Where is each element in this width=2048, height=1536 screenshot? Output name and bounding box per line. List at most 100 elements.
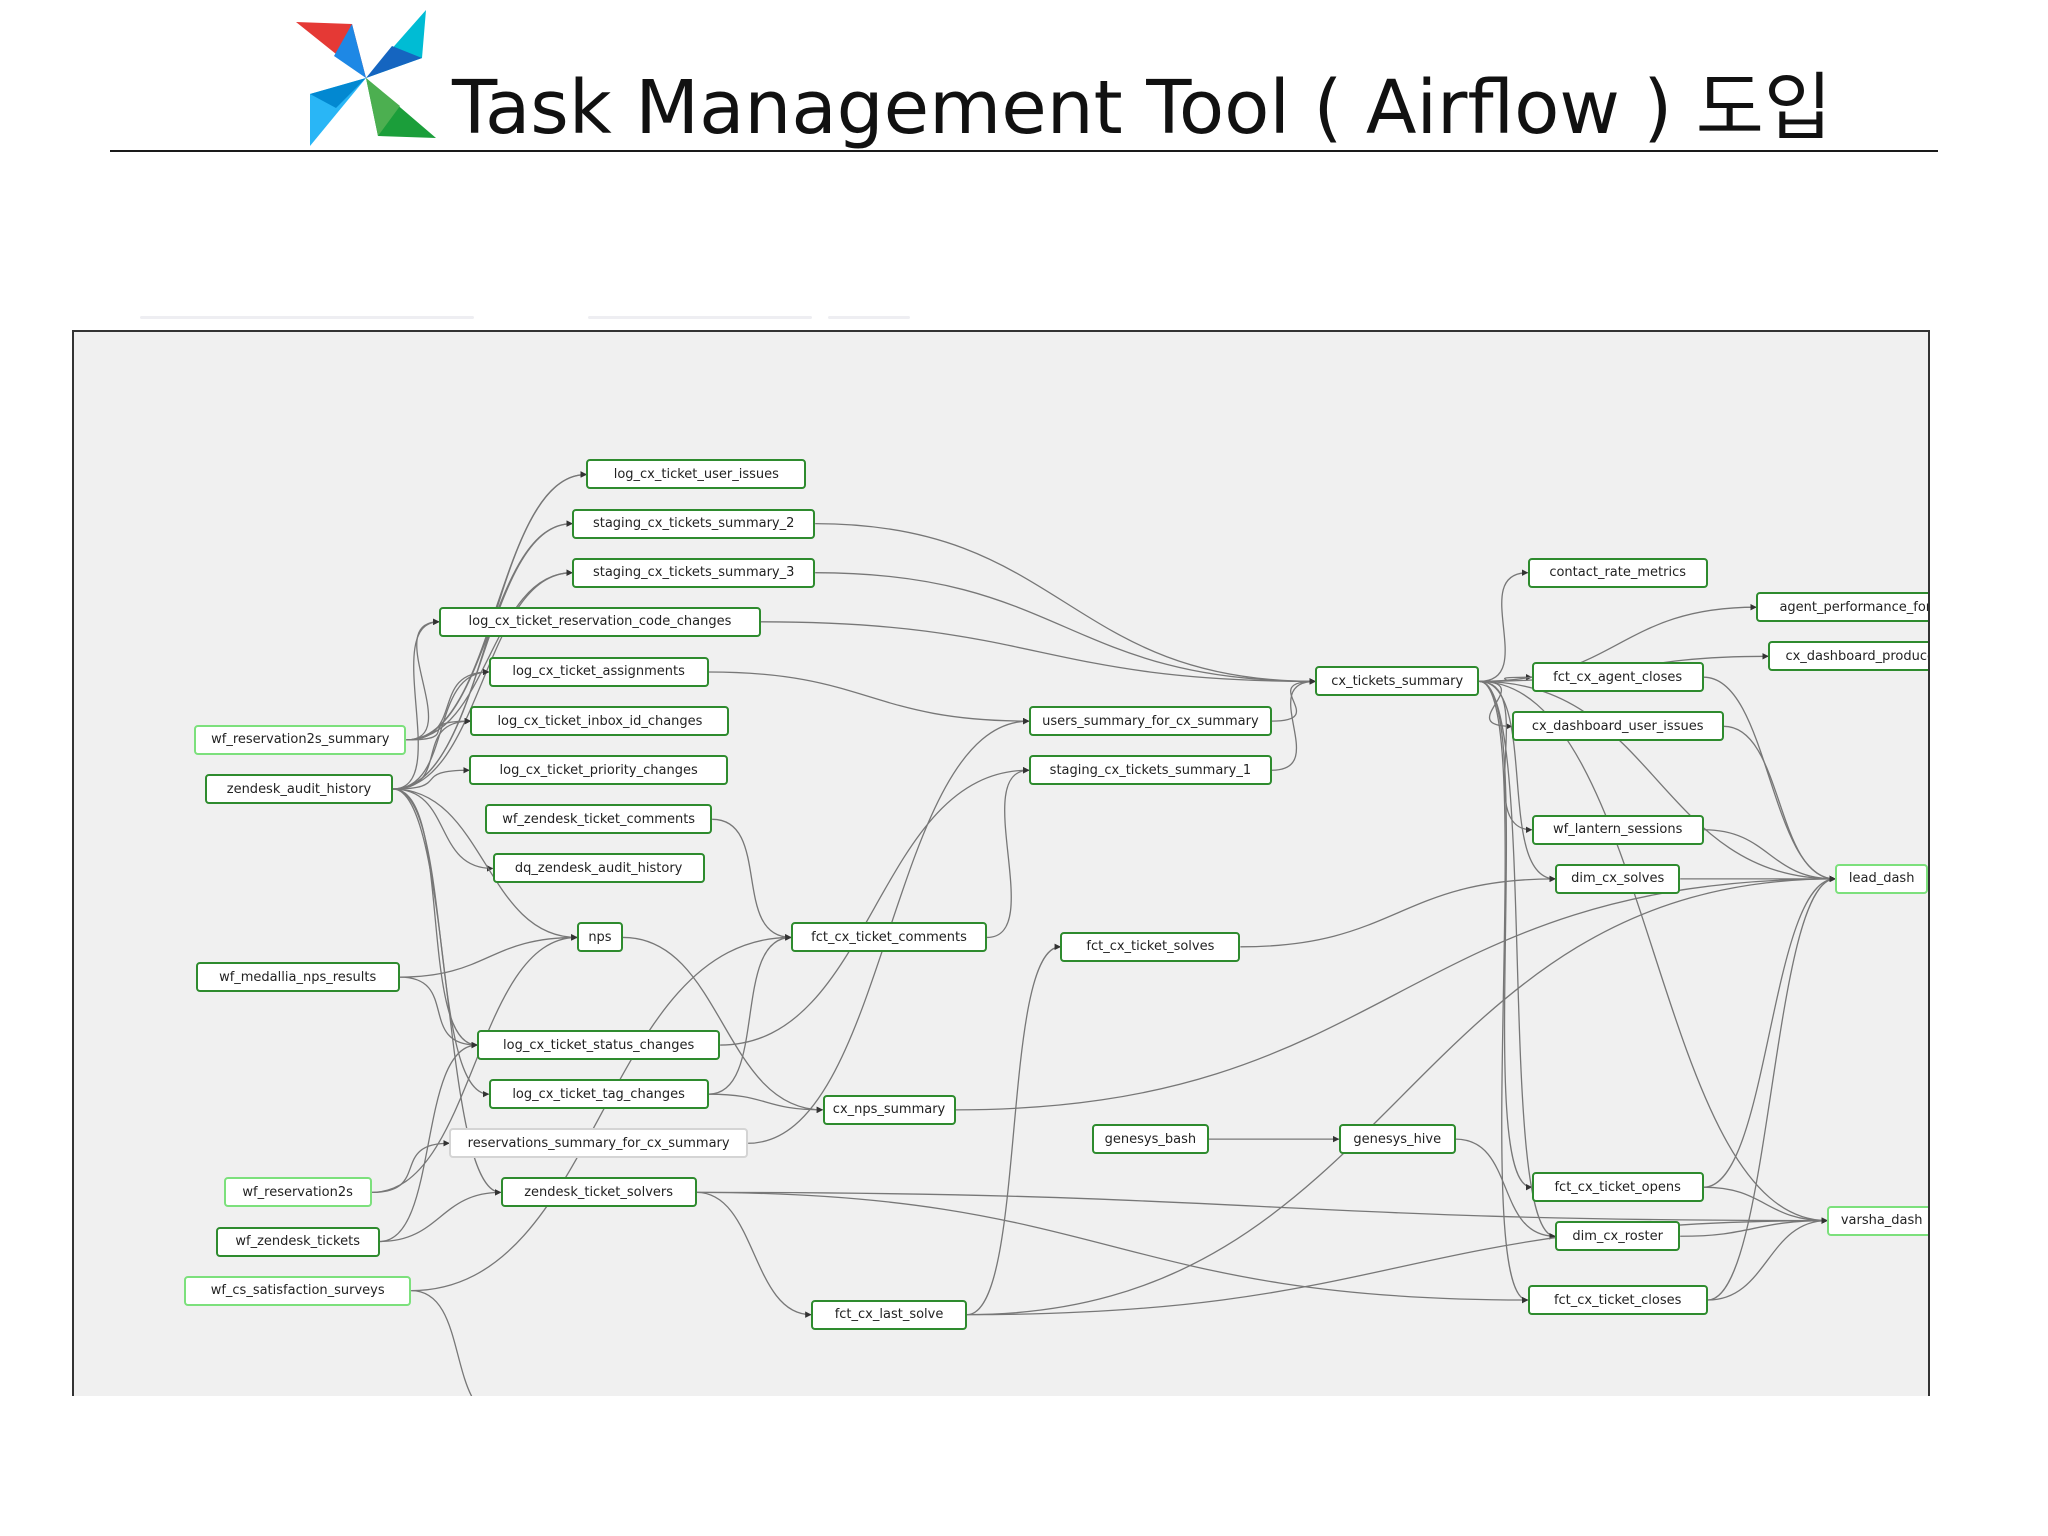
task-node-log-cx-ticket-user-issues[interactable]: log_cx_ticket_user_issues: [586, 459, 807, 490]
task-node-varsha-dash[interactable]: varsha_dash: [1827, 1205, 1928, 1236]
dag-edge: [1479, 603, 1757, 683]
task-node-wf-medallia-nps-results[interactable]: wf_medallia_nps_results: [195, 962, 400, 993]
dag-edge: [1707, 875, 1836, 1301]
dag-edge: [379, 1189, 502, 1243]
task-node-nps[interactable]: nps: [576, 922, 623, 953]
task-node-staging-cx-tickets-summary-1[interactable]: staging_cx_tickets_summary_1: [1028, 755, 1272, 786]
dag-edge: [1479, 680, 1529, 1304]
dag-edge: [720, 766, 1030, 1046]
task-node-fct-cx-ticket-opens[interactable]: fct_cx_ticket_opens: [1531, 1172, 1704, 1203]
task-node-cx-nps-summary[interactable]: cx_nps_summary: [822, 1094, 956, 1125]
dag-edge: [967, 875, 1836, 1316]
dag-edge: [1479, 569, 1529, 683]
dag-edge: [696, 1191, 1529, 1304]
task-node-log-cx-ticket-status-changes[interactable]: log_cx_ticket_status_changes: [477, 1030, 721, 1061]
task-node-log-cx-ticket-priority-changes[interactable]: log_cx_ticket_priority_changes: [469, 755, 729, 786]
task-node-wf-lantern-sessions[interactable]: wf_lantern_sessions: [1531, 814, 1704, 845]
task-node-wf-zendesk-ticket-comments[interactable]: wf_zendesk_ticket_comments: [485, 804, 713, 835]
dag-edge: [392, 788, 502, 1196]
dag-edge: [1455, 1138, 1556, 1240]
dag-edge: [1703, 829, 1836, 883]
dag-edge: [708, 671, 1030, 725]
dag-edge: [371, 934, 578, 1194]
dag-edge: [392, 766, 470, 790]
dag-edge: [379, 1041, 478, 1243]
task-node-fct-cx-ticket-solves[interactable]: fct_cx_ticket_solves: [1060, 931, 1241, 962]
task-node-users-summary-for-cx-summary[interactable]: users_summary_for_cx_summary: [1028, 706, 1272, 737]
dag-edge: [1271, 678, 1316, 771]
task-node-cx-dashboard-user-issues[interactable]: cx_dashboard_user_issues: [1511, 711, 1724, 742]
dag-edge: [392, 788, 578, 941]
dag-edge: [696, 1191, 812, 1318]
dag-edge: [622, 936, 824, 1114]
task-node-dim-cx-solves[interactable]: dim_cx_solves: [1555, 863, 1681, 894]
task-node-contact-rate-metrics[interactable]: contact_rate_metrics: [1527, 557, 1708, 588]
dag-edge: [708, 934, 792, 1095]
task-node-fct-cx-ticket-comments[interactable]: fct_cx_ticket_comments: [791, 922, 988, 953]
dag-edge: [399, 976, 478, 1049]
task-node-log-cx-ticket-inbox-id-changes[interactable]: log_cx_ticket_inbox_id_changes: [470, 706, 730, 737]
task-node-reservations-summary-for-cx-summary[interactable]: reservations_summary_for_cx_summary: [449, 1128, 749, 1159]
dag-edge: [708, 1093, 824, 1114]
dag-edge: [392, 788, 478, 1049]
task-node-agent-performance-for-lantern[interactable]: agent_performance_for_lantern: [1756, 592, 1928, 623]
task-node-wf-reservation2s-summary[interactable]: wf_reservation2s_summary: [194, 724, 407, 755]
task-node-dim-cx-roster[interactable]: dim_cx_roster: [1555, 1221, 1681, 1252]
dag-edge: [399, 934, 578, 978]
task-node-wf-reservation2s[interactable]: wf_reservation2s: [223, 1177, 372, 1208]
task-node-dq-zendesk-audit-history[interactable]: dq_zendesk_audit_history: [492, 853, 705, 884]
dag-edge: [406, 618, 440, 741]
dag-edge: [1240, 875, 1556, 948]
task-node-wf-cs-satisfaction-surveys[interactable]: wf_cs_satisfaction_surveys: [184, 1275, 412, 1306]
dag-edge: [1479, 680, 1828, 1224]
task-node-zendesk-ticket-solvers[interactable]: zendesk_ticket_solvers: [500, 1177, 697, 1208]
faded-toolbar-bar: [588, 316, 812, 319]
dag-edge: [411, 934, 792, 1292]
faded-toolbar-bar: [140, 316, 474, 319]
dag-edge: [392, 520, 573, 790]
dag-edge: [1479, 680, 1556, 1240]
dag-edge: [1479, 680, 1556, 883]
dag-edge: [1723, 725, 1836, 883]
task-node-fct-cx-agent-closes[interactable]: fct_cx_agent_closes: [1531, 662, 1704, 693]
dag-edge: [1703, 875, 1836, 1188]
dag-edge: [1680, 1217, 1828, 1237]
dag-edge: [392, 618, 440, 790]
dag-edge: [967, 943, 1062, 1316]
title-divider: [110, 150, 1938, 152]
dag-edge: [760, 621, 1316, 685]
slide-title: Task Management Tool ( Airflow ) 도입: [452, 65, 1832, 151]
dag-edge: [1703, 676, 1836, 883]
dag-edge: [411, 1289, 473, 1396]
dag-edge: [371, 1140, 450, 1194]
task-node-fct-cx-last-solve[interactable]: fct_cx_last_solve: [811, 1299, 968, 1330]
task-node-log-cx-ticket-assignments[interactable]: log_cx_ticket_assignments: [488, 656, 709, 687]
dag-graph-view[interactable]: log_cx_ticket_user_issues staging_cx_tick…: [72, 330, 1930, 1396]
dag-edge: [815, 522, 1316, 685]
dag-edge: [406, 668, 490, 741]
faded-toolbar-bar: [828, 316, 910, 319]
dag-edge: [406, 717, 472, 741]
task-node-lead-dash[interactable]: lead_dash: [1835, 863, 1928, 894]
dag-edge: [392, 717, 472, 790]
task-node-genesys-hive[interactable]: genesys_hive: [1338, 1124, 1456, 1155]
task-node-zendesk-audit-history[interactable]: zendesk_audit_history: [205, 774, 393, 805]
task-node-cx-dashboard-producerboard[interactable]: cx_dashboard_producerboard: [1768, 641, 1928, 672]
task-node-log-cx-ticket-tag-changes[interactable]: log_cx_ticket_tag_changes: [488, 1079, 709, 1110]
airflow-pinwheel-logo: [296, 10, 436, 146]
task-node-log-cx-ticket-reservation-code-changes[interactable]: log_cx_ticket_reservation_code_changes: [438, 606, 761, 637]
task-node-genesys-bash[interactable]: genesys_bash: [1091, 1124, 1209, 1155]
task-node-cx-tickets-summary[interactable]: cx_tickets_summary: [1315, 666, 1480, 697]
dag-edge: [1271, 678, 1316, 722]
dag-edge: [392, 788, 494, 872]
task-node-fct-cx-ticket-closes[interactable]: fct_cx_ticket_closes: [1527, 1285, 1708, 1316]
task-node-staging-cx-tickets-summary-3[interactable]: staging_cx_tickets_summary_3: [572, 557, 816, 588]
dag-edge: [987, 766, 1030, 939]
task-node-staging-cx-tickets-summary-2[interactable]: staging_cx_tickets_summary_2: [572, 508, 816, 539]
dag-edge: [392, 668, 490, 790]
dag-edge: [392, 569, 573, 790]
dag-edge: [696, 1191, 1828, 1224]
task-node-wf-zendesk-tickets[interactable]: wf_zendesk_tickets: [215, 1226, 380, 1257]
dag-edge: [815, 572, 1316, 685]
dag-edge: [712, 818, 792, 941]
